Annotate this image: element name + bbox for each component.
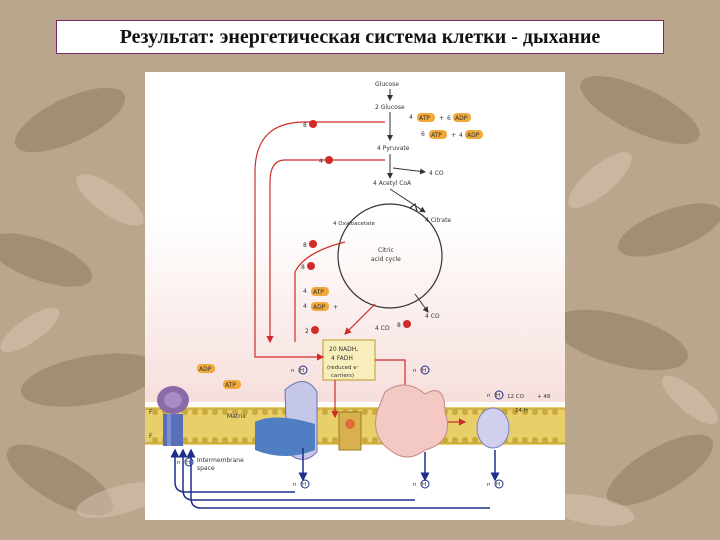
svg-text:6: 6 [421,131,425,138]
cycle-label-2: acid cycle [371,256,401,263]
svg-text:8: 8 [301,264,305,271]
svg-text:carriers): carriers) [331,373,354,379]
svg-text:ATP: ATP [431,132,442,139]
svg-text:ADP: ADP [199,366,212,373]
complex-1 [255,381,318,460]
svg-text:ATP: ATP [313,289,324,296]
svg-text:8: 8 [303,242,307,249]
svg-text:20 NADH,: 20 NADH, [329,346,358,353]
svg-text:n: n [293,482,297,488]
atp-synthase [157,386,189,446]
svg-text:4: 4 [459,132,463,139]
f1-label: F [149,409,153,416]
glucose-label: Glucose [375,81,399,88]
complex-4 [476,407,510,449]
svg-text:+: + [333,304,338,311]
glucose-2-label: 2 Glucose [375,104,405,111]
glycolysis-atp-row-1: 4 ATP + 6 ADP [409,113,471,122]
svg-text:n: n [291,368,295,374]
citrate-label: 4 Citrate [425,217,451,224]
svg-text:8: 8 [303,122,307,129]
svg-text:H: H [422,482,426,488]
slide-title-box: Результат: энергетическая система клетки… [56,20,664,54]
cycle-label-1: Citric [378,247,394,254]
svg-text:+: + [439,115,444,122]
svg-text:4: 4 [409,114,413,121]
svg-text:n: n [177,460,181,466]
svg-text:H: H [422,368,426,374]
svg-text:ADP: ADP [455,115,468,122]
svg-text:4: 4 [319,158,323,165]
complex-2 [338,411,362,451]
svg-text:4 FADH: 4 FADH [331,355,353,362]
svg-text:H: H [186,460,190,466]
acetyl-coa-label: 4 Acetyl CoA [373,180,412,187]
slide-title: Результат: энергетическая система клетки… [119,25,601,48]
pyruvate-label: 4 Pyruvate [377,145,410,152]
svg-text:4: 4 [303,288,307,295]
svg-text:H: H [302,482,306,488]
citric-acid-cycle [337,203,443,309]
svg-text:6: 6 [447,115,451,122]
svg-text:4: 4 [303,303,307,310]
svg-text:ADP: ADP [313,304,326,311]
matrix-label: Matrix [227,413,246,420]
svg-text:n: n [413,482,417,488]
glycolysis-atp-row-2: 6 ATP + 4 ADP [421,130,483,139]
co2-water-label: 12 CO [507,394,525,400]
svg-text:ATP: ATP [419,115,430,122]
intermembrane-label-2: space [197,465,215,472]
svg-text:+: + [451,132,456,139]
nadh-box [322,339,376,381]
co2-label-2: 4 CO [425,313,440,320]
proton-markers: n H n H n H n H n H n H n H [177,365,504,489]
svg-text:H: H [496,482,500,488]
complex-3 [375,384,448,458]
svg-text:2: 2 [305,328,309,335]
svg-text:ATP: ATP [225,382,236,389]
co2-label-3: 4 CO [375,325,390,332]
svg-text:(reduced e⁻: (reduced e⁻ [327,365,360,371]
svg-text:H: H [496,393,500,399]
svg-text:n: n [413,368,417,374]
water-label: 24 H [515,408,528,414]
cycle-atp: 4 ATP 4 ADP + [303,287,338,311]
synthase-atp-labels: ADP ATP [197,364,241,389]
svg-text:H: H [300,368,304,374]
oxaloacetate-label: 4 Oxaloacetate [333,221,376,227]
co2-label-1: 4 CO [429,170,444,177]
nadh-dots [307,120,411,334]
svg-text:8: 8 [397,322,401,329]
intermembrane-label-1: Intermembrane [197,457,244,464]
svg-text:+ 48: + 48 [537,394,551,400]
f0-label: F [149,433,153,440]
svg-text:n: n [487,482,491,488]
svg-text:ADP: ADP [467,132,480,139]
respiration-diagram: Glucose 2 Glucose 4 ATP + 6 ADP 6 ATP + … [145,72,565,520]
svg-text:n: n [487,393,491,399]
